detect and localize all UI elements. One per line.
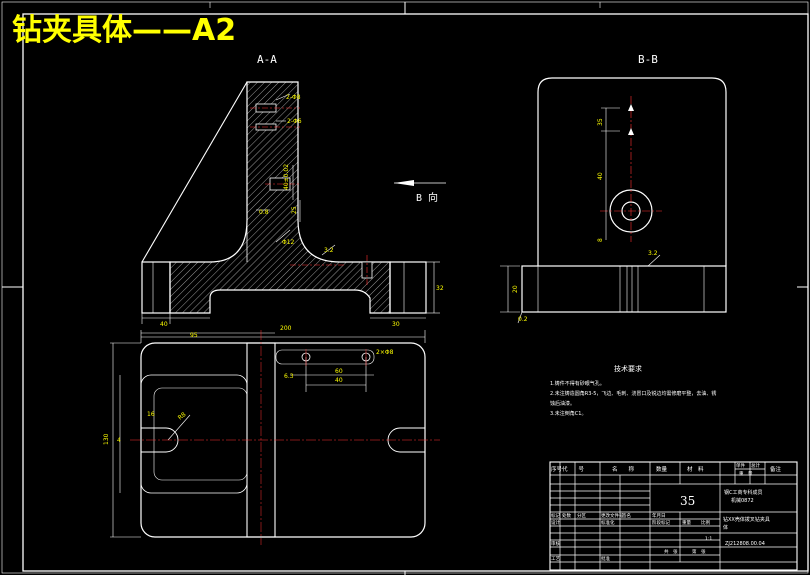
svg-text:60: 60: [335, 368, 343, 375]
svg-text:备注: 备注: [770, 465, 782, 473]
svg-text:8: 8: [597, 238, 604, 242]
svg-text:30: 30: [392, 321, 400, 328]
svg-text:批准: 批准: [601, 555, 610, 562]
svg-text:2.未注铸造圆角R3-5，飞边、毛刺、浇冒口及锐边均需修磨平: 2.未注铸造圆角R3-5，飞边、毛刺、浇冒口及锐边均需修磨平整，去油、锈: [550, 390, 716, 397]
svg-text:20: 20: [512, 285, 519, 293]
svg-text:2×Φ8: 2×Φ8: [376, 349, 394, 356]
svg-text:B 向: B 向: [416, 191, 438, 204]
svg-text:16: 16: [147, 411, 155, 418]
page-title: 钻夹具体——A2: [12, 13, 236, 48]
svg-text:材 料: 材 料: [687, 465, 704, 473]
plan-view: [110, 330, 440, 545]
svg-text:共 张: 共 张: [664, 548, 678, 555]
svg-text:95: 95: [190, 332, 198, 339]
svg-text:35: 35: [597, 118, 604, 126]
svg-text:40: 40: [335, 377, 343, 384]
svg-text:3.2: 3.2: [648, 250, 658, 257]
section-aa-view: 2-Φ8 2-Φ6 0.8 Φ12 3.2 40 30 32 40±0.02 2…: [141, 81, 444, 328]
svg-text:处数: 处数: [562, 512, 571, 519]
technical-requirements: 技术要求 1.铸件不得有砂眼气孔。 2.未注铸造圆角R3-5，飞边、毛刺、浇冒口…: [550, 364, 716, 417]
svg-text:3.未注倒角C1。: 3.未注倒角C1。: [550, 410, 586, 417]
svg-text:1:1: 1:1: [705, 536, 712, 542]
section-label-aa: A-A: [257, 53, 277, 66]
svg-text:机械0872: 机械0872: [731, 497, 754, 504]
svg-text:25: 25: [291, 206, 298, 214]
svg-text:单件: 单件: [736, 462, 745, 469]
svg-text:0.8: 0.8: [259, 209, 269, 216]
svg-text:R8: R8: [177, 411, 188, 422]
section-bb-view: [500, 77, 727, 324]
svg-text:序号: 序号: [551, 465, 563, 473]
svg-text:审核: 审核: [551, 540, 560, 547]
svg-text:代 号: 代 号: [562, 465, 585, 473]
svg-text:数量: 数量: [656, 465, 668, 473]
svg-text:蚀后油漆。: 蚀后油漆。: [550, 400, 575, 407]
svg-text:130: 130: [103, 433, 110, 445]
svg-text:40: 40: [597, 172, 604, 180]
svg-text:标记: 标记: [551, 512, 560, 519]
view-arrow-b: B 向: [394, 180, 446, 204]
svg-text:签名: 签名: [622, 512, 631, 519]
svg-text:3.2: 3.2: [324, 247, 334, 254]
svg-text:第 张: 第 张: [692, 548, 706, 555]
svg-text:40±0.02: 40±0.02: [283, 164, 290, 190]
svg-text:重 量: 重 量: [739, 470, 753, 477]
svg-text:体: 体: [723, 524, 728, 531]
svg-text:40: 40: [160, 321, 168, 328]
svg-text:阶段标记: 阶段标记: [652, 519, 670, 526]
svg-text:2-Φ8: 2-Φ8: [286, 94, 301, 101]
svg-text:1.铸件不得有砂眼气孔。: 1.铸件不得有砂眼气孔。: [550, 380, 605, 387]
svg-text:比例: 比例: [701, 519, 710, 526]
svg-text:标准化: 标准化: [601, 519, 615, 526]
svg-text:钢C工商专科成员: 钢C工商专科成员: [724, 489, 763, 496]
svg-text:分区: 分区: [577, 512, 586, 519]
svg-text:200: 200: [280, 325, 292, 332]
svg-text:4: 4: [117, 437, 121, 444]
svg-text:钻XX壳体拨叉钻夹具: 钻XX壳体拨叉钻夹具: [723, 516, 770, 523]
svg-text:Φ12: Φ12: [282, 239, 295, 246]
svg-text:35: 35: [680, 494, 695, 508]
svg-text:6.3: 6.3: [284, 373, 294, 380]
svg-text:32: 32: [436, 285, 444, 292]
svg-text:0.2: 0.2: [518, 316, 528, 323]
svg-text:总计: 总计: [751, 462, 760, 469]
svg-text:设计: 设计: [551, 519, 560, 526]
svg-text:更改文件号: 更改文件号: [601, 512, 624, 519]
svg-text:ZJ212808.00.04: ZJ212808.00.04: [725, 541, 765, 547]
svg-text:技术要求: 技术要求: [614, 364, 642, 373]
svg-text:年月日: 年月日: [652, 512, 666, 519]
svg-text:重量: 重量: [682, 519, 691, 526]
svg-text:2-Φ6: 2-Φ6: [287, 118, 302, 125]
title-block: [549, 461, 798, 571]
svg-text:名 称: 名 称: [612, 465, 635, 473]
section-label-bb: B-B: [638, 53, 658, 66]
svg-text:工艺: 工艺: [551, 556, 560, 562]
